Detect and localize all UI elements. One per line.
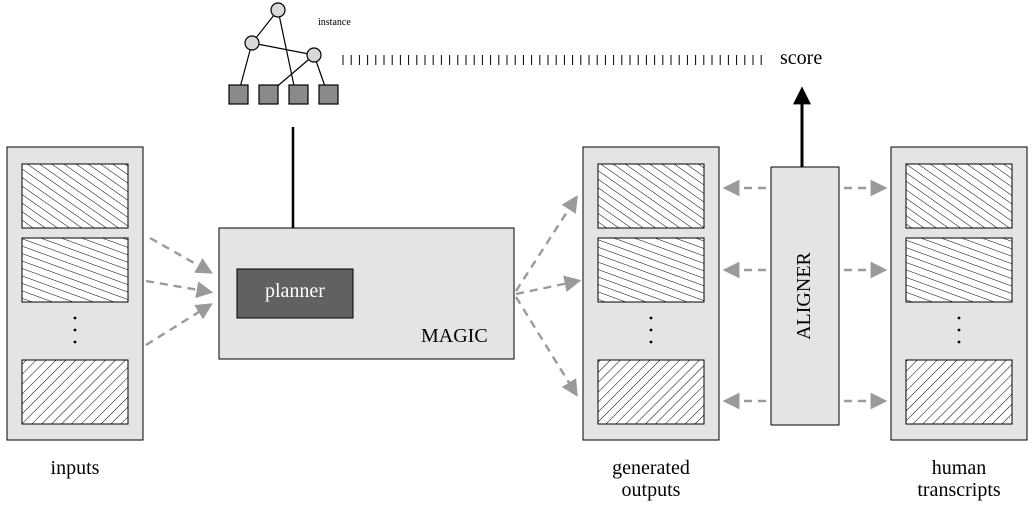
tree-leaf [258,84,279,105]
human-doc-1 [905,163,1013,229]
tree-node [270,2,286,18]
generated-doc-1 [597,163,705,229]
human-doc-2 [905,237,1013,303]
instance-tree [228,2,339,105]
ellipsis-dots [73,316,961,344]
score-ticks [342,55,762,65]
aligner-link-arrows [722,179,888,410]
tree-node [306,47,322,63]
score-label: score [780,47,823,69]
tree-leaf [318,84,339,105]
planner-box [236,268,354,319]
tree-node [244,35,260,51]
inputs-to-magic-arrows [145,236,214,347]
planner-label: planner [265,280,325,302]
aligner-label: ALIGNER [793,252,815,340]
generated-label-line1: generated [612,457,690,479]
magic-label: MAGIC [421,325,488,347]
instance-label: instance [318,17,351,28]
input-doc-3 [21,359,129,425]
aligner-box [770,166,840,426]
generated-doc-3 [597,359,705,425]
human-doc-3 [905,359,1013,425]
inputs-label: inputs [50,457,100,479]
human-label-line1: human [931,457,987,479]
human-label-line2: transcripts [917,479,1001,501]
tree-leaf [288,84,309,105]
generated-doc-2 [597,237,705,303]
generated-label-line2: outputs [621,479,681,501]
input-doc-2 [21,237,129,303]
input-doc-1 [21,163,129,229]
magic-to-generated-arrows [514,195,582,397]
tree-leaf [228,84,249,105]
